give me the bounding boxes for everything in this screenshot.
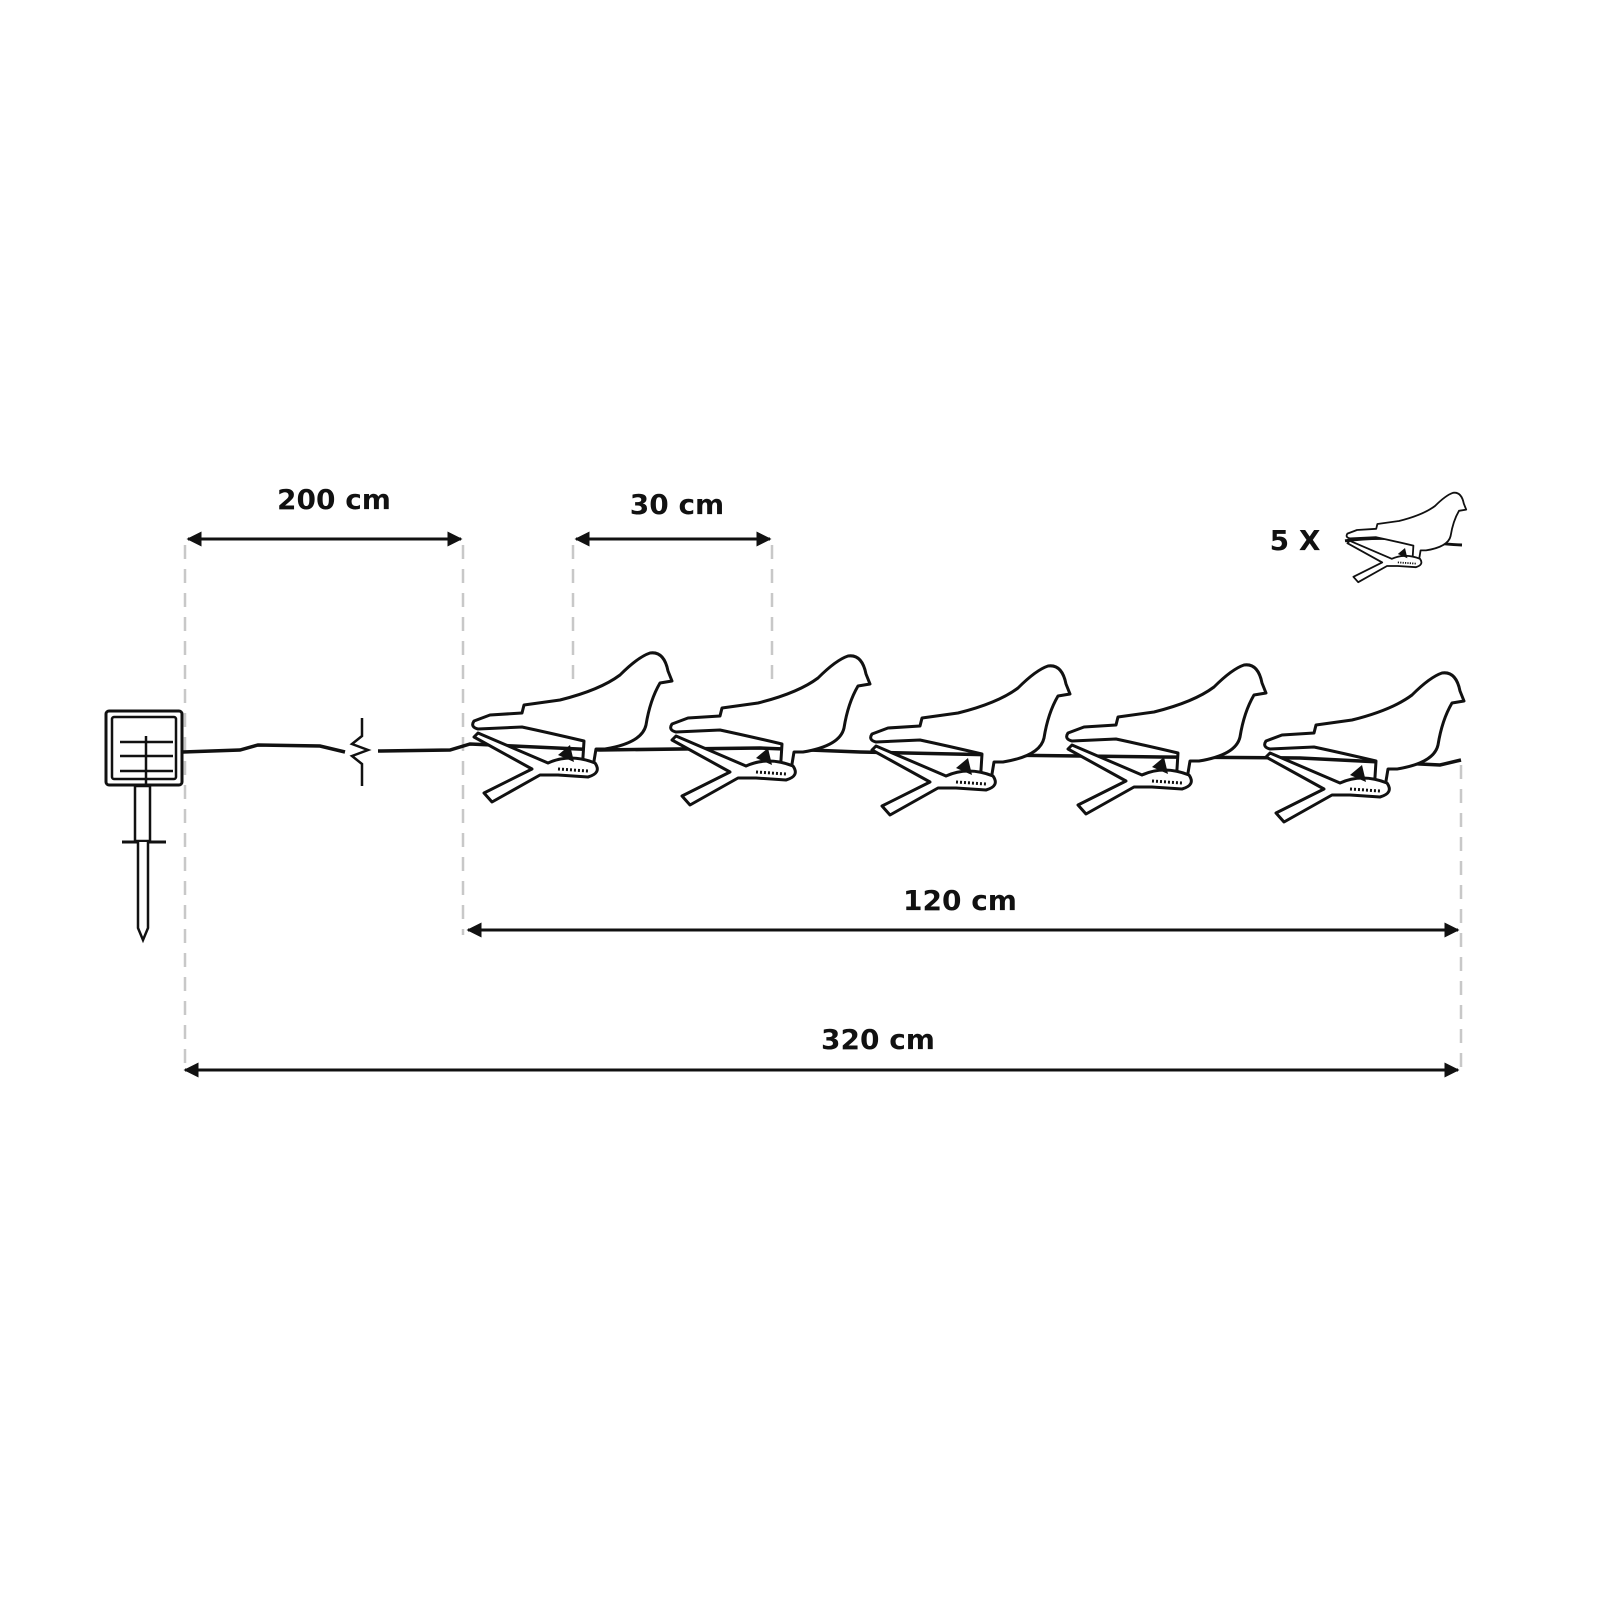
bird-clip-light <box>1263 671 1466 824</box>
dimension-label-30cm: 30 cm <box>629 488 725 521</box>
bird-clip-light <box>869 664 1072 817</box>
dimension-label-120cm: 120 cm <box>903 884 1017 917</box>
cable-break-icon <box>349 718 372 786</box>
cable <box>182 718 1462 786</box>
bird-clip-light <box>1065 663 1268 816</box>
dimension-label-200cm: 200 cm <box>277 483 391 516</box>
solar-panel-icon <box>104 709 184 944</box>
guide-lines <box>183 545 1463 1070</box>
bird-lights <box>471 651 1466 824</box>
quantity-label: 5 X <box>1269 524 1321 557</box>
dimension-label-320cm: 320 cm <box>821 1023 935 1056</box>
bird-clip-light <box>669 654 872 807</box>
quantity-bird-icon <box>1344 491 1468 584</box>
dimension-arrows <box>183 531 1460 1078</box>
